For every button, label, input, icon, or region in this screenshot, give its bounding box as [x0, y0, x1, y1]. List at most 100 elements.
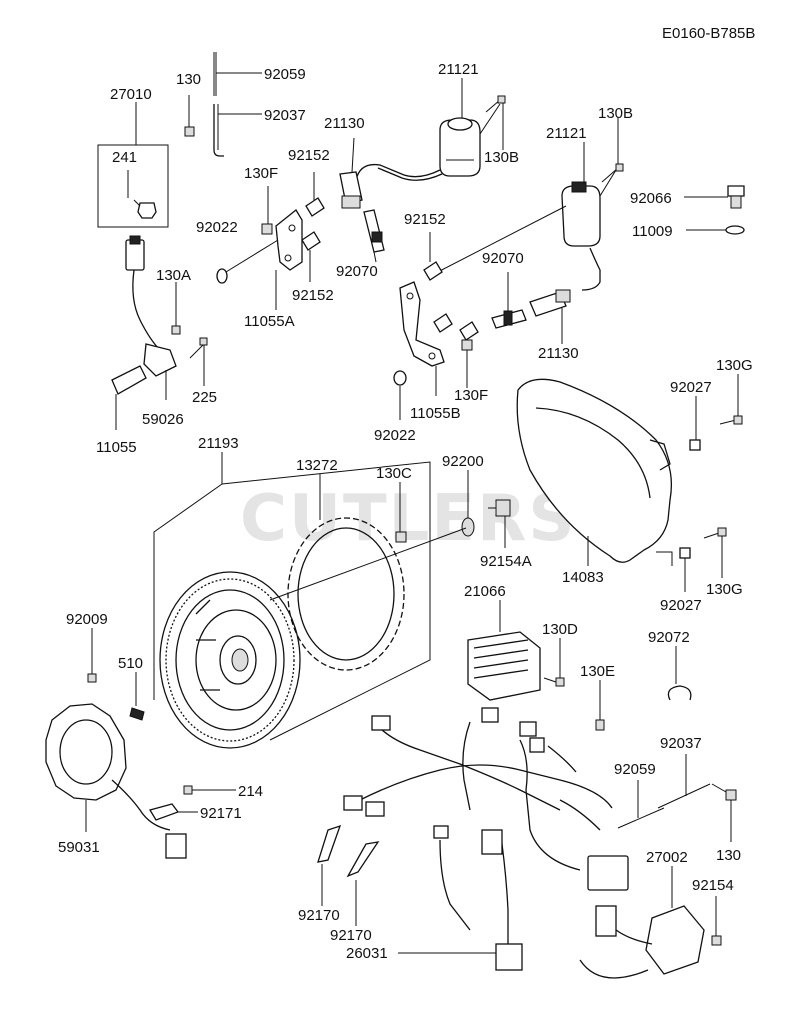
clip-92072 [667, 646, 692, 701]
label-130G-a: 130G [716, 357, 753, 374]
sensor-241 [127, 170, 157, 219]
bolt-130F-b [461, 339, 473, 388]
pin-92059 [213, 52, 217, 96]
label-92037-top: 92037 [264, 107, 306, 124]
plug-cap-21130-top [339, 137, 363, 209]
bracket-21193 [153, 461, 431, 741]
pickup-11055 [111, 365, 147, 430]
bolt-130-b [711, 783, 737, 842]
spark-plug-92070-a [363, 209, 385, 263]
label-92154: 92154 [692, 877, 734, 894]
bracket-11055A [275, 209, 303, 310]
bolt-130C [395, 482, 407, 543]
label-21121-top: 21121 [438, 61, 479, 78]
label-21121-right: 21121 [546, 125, 587, 142]
label-92037-b: 92037 [660, 735, 702, 752]
bracket-11055B [399, 281, 445, 396]
label-92070-a: 92070 [336, 263, 378, 280]
label-92152-c: 92152 [404, 211, 446, 228]
label-92154A: 92154A [480, 553, 532, 570]
bolt-92154A [488, 499, 511, 548]
pin-92059-b [617, 780, 665, 829]
label-130F-b: 130F [454, 387, 488, 404]
washer-92200 [461, 470, 475, 537]
watermark: CUTLERS [240, 482, 576, 556]
label-92170-a: 92170 [298, 907, 340, 924]
collar-92027-b [656, 547, 691, 592]
label-130C: 130C [376, 465, 412, 482]
label-92027-b: 92027 [660, 597, 702, 614]
label-21130-top: 21130 [324, 115, 365, 132]
label-92070-b: 92070 [482, 250, 524, 267]
cable-92170-a [317, 824, 342, 906]
label-92072: 92072 [648, 629, 690, 646]
sleeve-92152-a [305, 172, 325, 217]
label-130-top: 130 [176, 71, 201, 88]
plug-cap-21130-b [529, 289, 571, 344]
label-130F-a: 130F [244, 165, 278, 182]
plug-92066 [684, 185, 745, 209]
label-130G-b: 130G [706, 581, 743, 598]
sleeve-92152-d [433, 313, 453, 333]
label-92152-a: 92152 [288, 147, 330, 164]
screw-130B-1 [485, 95, 506, 113]
sleeve-92152-e [459, 321, 479, 341]
stator-59031 [45, 703, 187, 859]
label-27010: 27010 [110, 86, 152, 103]
spark-plug-92070-b [491, 272, 527, 329]
shroud-14083 [516, 378, 673, 566]
label-14083: 14083 [562, 569, 604, 586]
kit-box-27010 [97, 144, 169, 228]
bolt-92154 [711, 896, 722, 946]
label-130B-2: 130B [598, 105, 633, 122]
label-59031: 59031 [58, 839, 100, 856]
sleeve-92152-b [301, 231, 321, 282]
label-11009: 11009 [632, 223, 673, 240]
label-130E: 130E [580, 663, 615, 680]
bolt-130 [184, 95, 195, 137]
label-130-b: 130 [716, 847, 741, 864]
cable-92170-b [346, 841, 380, 926]
ignition-coil-21121-right [429, 142, 617, 291]
label-26031: 26031 [346, 945, 388, 962]
pin-92037-b [657, 754, 711, 809]
bolt-130G-b [703, 527, 727, 578]
label-11055: 11055 [96, 439, 137, 456]
label-92171: 92171 [200, 805, 242, 822]
label-92059-b: 92059 [614, 761, 656, 778]
label-27002: 27002 [646, 849, 688, 866]
washer-92022-a [216, 239, 279, 284]
label-92009: 92009 [66, 611, 108, 628]
label-92200: 92200 [442, 453, 484, 470]
label-11055A: 11055A [244, 313, 295, 330]
label-130D: 130D [542, 621, 578, 638]
clamp-92171 [149, 803, 198, 821]
sensor-59026 [143, 343, 177, 400]
pin-92037 [213, 104, 224, 157]
screw-130A [171, 282, 181, 335]
screw-225 [189, 337, 208, 386]
connector-11055-top [125, 235, 161, 351]
ring-gear-13272 [287, 474, 405, 671]
label-225: 225 [192, 389, 217, 406]
bolt-130G-a [719, 374, 743, 425]
screw-130B-2 [601, 118, 624, 183]
diagram-code: E0160-B785B [662, 25, 755, 42]
gasket-11009 [686, 225, 745, 235]
label-59026: 59026 [142, 411, 184, 428]
label-92022-b: 92022 [374, 427, 416, 444]
regulator-21066 [467, 600, 541, 701]
bolt-130F-a [261, 186, 273, 235]
bolt-130D [543, 638, 565, 687]
screw-92009 [87, 628, 97, 683]
label-92022-a: 92022 [196, 219, 238, 236]
label-13272: 13272 [296, 457, 338, 474]
label-21130-b: 21130 [538, 345, 579, 362]
label-130B-1: 130B [484, 149, 519, 166]
label-241: 241 [112, 149, 137, 166]
ignition-coil-21121-top [355, 78, 501, 181]
module-27002 [579, 866, 705, 979]
flywheel [159, 571, 301, 749]
label-92059-top: 92059 [264, 66, 306, 83]
